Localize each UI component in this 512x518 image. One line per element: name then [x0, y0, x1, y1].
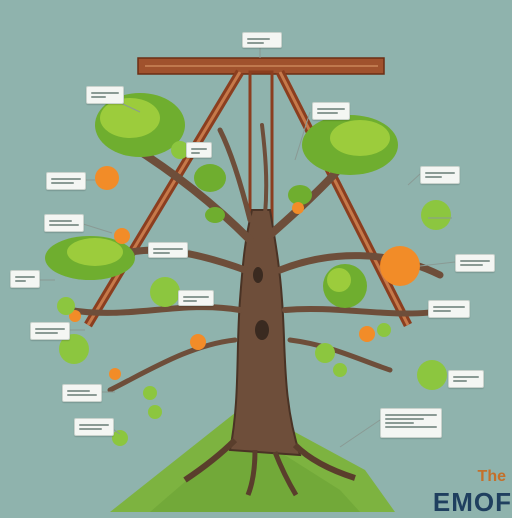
foliage — [45, 93, 398, 280]
label-card — [148, 242, 188, 258]
brand-line-1: The — [477, 468, 506, 485]
label-card — [242, 32, 282, 48]
label-card — [428, 300, 470, 318]
label-card — [86, 86, 124, 104]
ladder-scaffold-icon — [84, 57, 413, 328]
label-card — [455, 254, 495, 272]
label-card — [30, 322, 70, 340]
label-card — [10, 270, 40, 288]
label-card — [74, 418, 114, 436]
label-card — [380, 408, 442, 438]
brand-line-2: EMOF — [432, 487, 512, 517]
brand-logo: The EMOF — [433, 468, 512, 517]
label-card — [178, 290, 214, 306]
label-card — [62, 384, 102, 402]
label-card — [186, 142, 212, 158]
label-card — [44, 214, 84, 232]
label-card — [448, 370, 484, 388]
orange-badges — [69, 166, 420, 380]
tree-icon — [323, 264, 367, 312]
label-card — [46, 172, 86, 190]
label-card — [312, 102, 350, 120]
label-card — [420, 166, 460, 184]
green-badges — [57, 141, 451, 446]
